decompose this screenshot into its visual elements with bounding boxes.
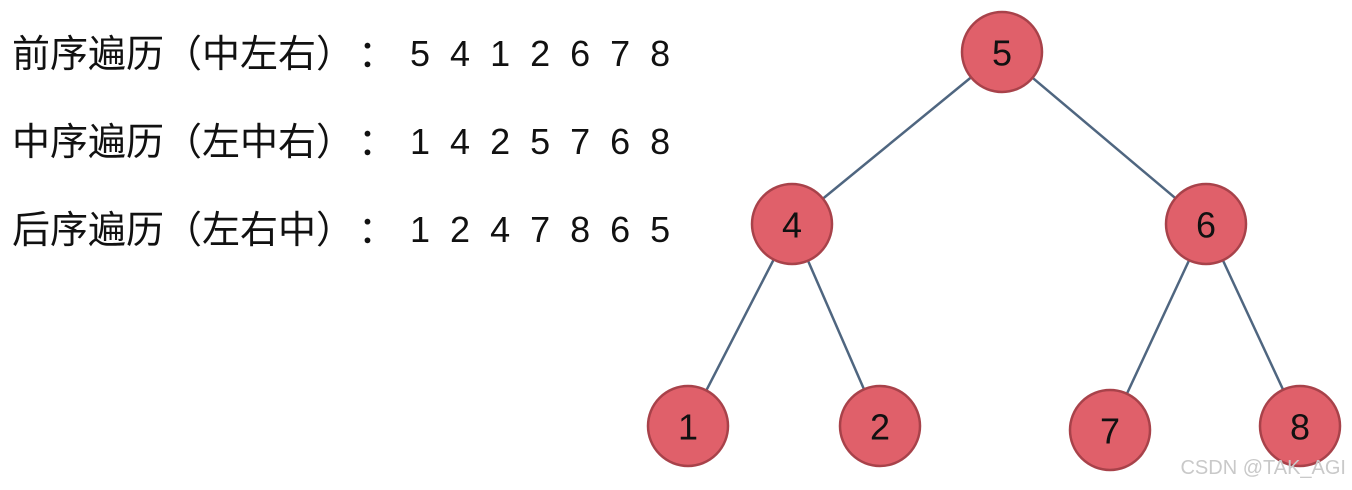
traversal-preorder: 前序遍历（中左右） ： 5 4 1 2 6 7 8 — [12, 28, 672, 116]
tree-node-label: 5 — [992, 33, 1012, 74]
tree-node-label: 8 — [1290, 407, 1310, 448]
traversal-sequence: 1 2 4 7 8 6 5 — [410, 209, 673, 250]
tree-node-7: 7 — [1068, 388, 1152, 472]
tree-node-label: 2 — [870, 407, 890, 448]
tree-node-circle — [750, 182, 834, 266]
tree-node-circle — [1258, 384, 1342, 468]
tree-edge-4-2 — [806, 260, 866, 390]
tree-node-label: 7 — [1100, 411, 1120, 452]
tree-node-2: 2 — [838, 384, 922, 468]
traversal-label: 前序遍历（中左右） — [12, 32, 355, 76]
tree-node-label: 1 — [678, 407, 698, 448]
tree-node-8: 8 — [1258, 384, 1342, 468]
tree-nodes: 5 4 6 1 2 7 8 — [646, 10, 1342, 472]
tree-edge-5-4 — [822, 76, 972, 200]
tree-edge-4-1 — [705, 258, 775, 392]
traversal-separator: ： — [358, 208, 397, 252]
traversal-sequence: 5 4 1 2 6 7 8 — [410, 33, 673, 74]
traversal-inorder: 中序遍历（左中右） ： 1 4 2 5 7 6 8 — [12, 116, 672, 204]
tree-edge-6-8 — [1221, 259, 1285, 391]
tree-edge-5-6 — [1031, 76, 1177, 200]
tree-node-label: 4 — [782, 205, 802, 246]
tree-node-4: 4 — [750, 182, 834, 266]
tree-node-label: 6 — [1196, 205, 1216, 246]
tree-node-circle — [960, 10, 1044, 94]
traversal-separator: ： — [358, 32, 397, 76]
tree-node-circle — [646, 384, 730, 468]
traversal-label: 中序遍历（左中右） — [12, 120, 355, 164]
tree-edges — [705, 76, 1285, 395]
traversal-separator: ： — [358, 120, 397, 164]
traversal-postorder: 后序遍历（左右中） ： 1 2 4 7 8 6 5 — [12, 204, 672, 292]
tree-node-6: 6 — [1164, 182, 1248, 266]
tree-node-1: 1 — [646, 384, 730, 468]
tree-edge-6-7 — [1125, 259, 1191, 395]
tree-node-circle — [838, 384, 922, 468]
tree-node-circle — [1068, 388, 1152, 472]
watermark: CSDN @TAK_AGI — [1180, 457, 1346, 479]
tree-node-circle — [1164, 182, 1248, 266]
tree-node-5: 5 — [960, 10, 1044, 94]
traversal-label: 后序遍历（左右中） — [12, 208, 355, 252]
traversal-sequence: 1 4 2 5 7 6 8 — [410, 121, 673, 162]
traversal-list: 前序遍历（中左右） ： 5 4 1 2 6 7 8 中序遍历（左中右） ： 1 … — [12, 28, 672, 292]
